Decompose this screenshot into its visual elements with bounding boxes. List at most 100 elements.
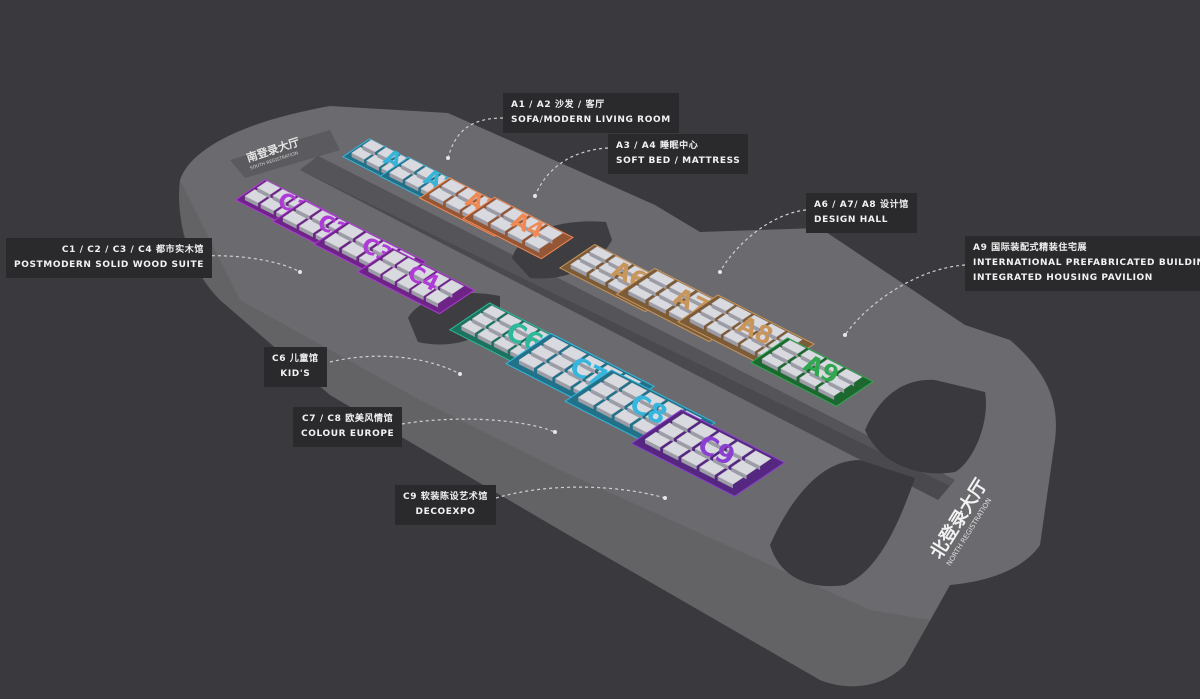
booth-side <box>411 272 424 284</box>
booth-side <box>429 194 444 206</box>
label-c1c4-en: POSTMODERN SOLID WOOD SUITE <box>14 260 204 270</box>
booth-side <box>525 241 540 253</box>
label-c6-cn: C6 儿童馆 <box>272 354 319 364</box>
booth <box>726 441 754 457</box>
booth-side <box>723 335 738 347</box>
booth-side <box>362 145 375 156</box>
booth <box>416 166 440 180</box>
booth-side <box>416 172 430 184</box>
booth-side <box>366 160 379 171</box>
booth-side <box>490 223 505 236</box>
booth <box>311 210 337 225</box>
booth <box>362 139 385 153</box>
booth-side <box>761 359 778 372</box>
label-c1c4-cn: C1 / C2 / C3 / C4 都市实木馆 <box>61 245 204 255</box>
booth-side <box>694 448 711 461</box>
booth-side <box>377 153 390 164</box>
booth-side <box>483 311 497 323</box>
booth <box>689 422 717 439</box>
booth <box>761 323 786 338</box>
booth-side <box>745 321 760 333</box>
leader-c9 <box>495 486 666 499</box>
booth-side <box>405 180 419 192</box>
booth-side <box>689 318 704 330</box>
booth-side <box>663 448 679 461</box>
label-c9-cn: C9 软装陈设艺术馆 <box>403 492 489 502</box>
booth-side <box>640 399 656 411</box>
booth-side <box>744 458 761 470</box>
booth-side <box>731 467 747 480</box>
booth-side <box>555 378 571 391</box>
hall-a4[interactable]: A4 <box>462 196 574 260</box>
booth-side <box>589 251 606 264</box>
booth-side <box>397 265 410 276</box>
booth-side <box>771 352 788 365</box>
booth <box>579 355 606 371</box>
label-a1a2-en: SOFA/MODERN LIVING ROOM <box>511 115 671 125</box>
booth-side <box>537 369 553 382</box>
label-a3a4-cn: A3 / A4 睡眠中心 <box>616 141 699 151</box>
booth <box>603 373 630 389</box>
booth <box>400 158 424 172</box>
label-a9-en2: INTEGRATED HOUSING PAVILION <box>973 273 1153 283</box>
booth-side <box>567 370 583 383</box>
booth-side <box>711 303 726 315</box>
leader-dot <box>663 496 667 500</box>
leader-c7c8 <box>395 418 556 433</box>
booth <box>537 225 564 241</box>
label-c6-en: KID'S <box>280 369 311 379</box>
booth <box>396 257 421 273</box>
label-c6: C6 儿童馆 KID'S <box>264 347 327 387</box>
booth <box>441 179 466 194</box>
booth-side <box>603 380 619 393</box>
booth-side <box>598 267 615 280</box>
booth-side <box>477 334 492 346</box>
booth <box>671 413 699 430</box>
booth <box>355 232 382 248</box>
booth-side <box>734 328 749 340</box>
booth <box>256 180 281 195</box>
booth <box>337 223 365 239</box>
booth-side <box>272 195 286 207</box>
booth <box>711 297 735 312</box>
booth <box>589 246 614 261</box>
booth-side <box>488 327 503 339</box>
booth-side <box>819 364 836 377</box>
booth-side <box>324 240 340 252</box>
booth-side <box>645 416 661 429</box>
booth <box>502 207 529 223</box>
booth-side <box>518 360 535 372</box>
booth <box>744 314 769 329</box>
label-c7c8-en: COLOUR EUROPE <box>301 429 395 439</box>
leader-lines <box>181 117 966 499</box>
booth-side <box>726 448 742 461</box>
booth-side <box>520 223 536 236</box>
booth-side <box>658 408 674 420</box>
label-a6a8: A6 / A7/ A8 设计馆 DESIGN HALL <box>806 193 917 233</box>
booth <box>781 339 807 354</box>
booth-side <box>282 217 297 229</box>
booth-side <box>596 406 612 419</box>
leader-dots <box>298 156 847 500</box>
booth <box>485 198 512 214</box>
label-a1a2: A1 / A2 沙发 / 客厅 SOFA/MODERN LIVING ROOM <box>503 93 679 133</box>
booth-side <box>531 351 547 364</box>
booth-side <box>690 430 706 443</box>
booth-side <box>717 319 732 331</box>
booth-side <box>515 328 530 340</box>
booth <box>439 279 465 295</box>
leader-dot <box>553 430 557 434</box>
booth-side <box>458 194 472 206</box>
booth <box>410 264 436 280</box>
booth-side <box>590 388 607 401</box>
booth-side <box>790 361 807 374</box>
booth-side <box>717 476 733 489</box>
leader-dot <box>843 333 847 337</box>
booth <box>837 368 863 383</box>
hall-c9[interactable]: C9 <box>630 409 786 497</box>
hall-c4[interactable]: C4 <box>356 247 476 315</box>
booth <box>669 281 696 297</box>
booth-side <box>445 202 460 214</box>
label-c1c4: C1 / C2 / C3 / C4 都市实木馆 POSTMODERN SOLID… <box>6 238 212 278</box>
booth-side <box>627 407 643 420</box>
